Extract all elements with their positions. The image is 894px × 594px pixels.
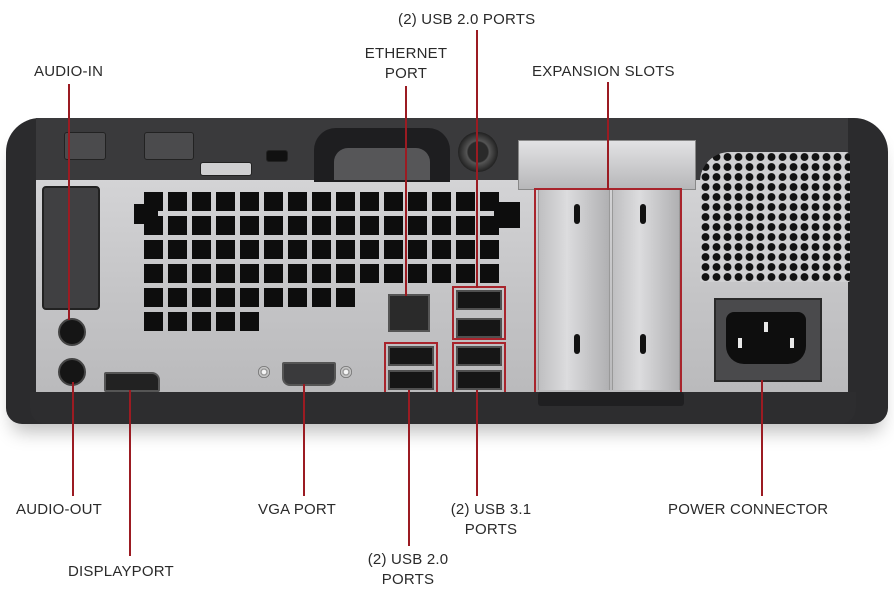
- psu-fan-vent: [700, 152, 850, 282]
- callout-line-displayport: [129, 390, 131, 556]
- callout-line-usb20-bottom: [408, 390, 410, 546]
- label-vga-port: VGA PORT: [258, 501, 337, 518]
- label-usb20-bottom-line2: PORTS: [381, 571, 435, 588]
- vent-grid-bottom: [144, 312, 259, 331]
- usb31-highlight: [452, 342, 506, 394]
- callout-line-power: [761, 380, 763, 496]
- slot-mark: [640, 334, 646, 354]
- clip-cutout-right: [494, 202, 520, 228]
- label-usb20-top: (2) USB 2.0 PORTS: [398, 11, 536, 28]
- label-expansion-slots: EXPANSION SLOTS: [532, 63, 675, 80]
- label-usb20-bottom-line1: (2) USB 2.0: [367, 551, 449, 568]
- usb20-top-highlight: [452, 286, 506, 340]
- clip-cutout-left: [134, 204, 158, 224]
- callout-line-ethernet: [405, 86, 407, 296]
- displayport-socket: [104, 372, 160, 392]
- usb20-bottom-1: [388, 346, 434, 366]
- latch: [200, 162, 252, 176]
- label-audio-out: AUDIO-OUT: [16, 501, 102, 518]
- label-power-connector: POWER CONNECTOR: [668, 501, 829, 518]
- callout-line-audio-out: [72, 382, 74, 496]
- power-pin: [738, 338, 742, 348]
- handle-grip: [334, 148, 430, 180]
- callout-line-audio-in: [68, 84, 70, 320]
- slot-base: [538, 392, 684, 406]
- vga-socket: [282, 362, 336, 386]
- slot-mark: [574, 204, 580, 224]
- expansion-slot-2: [612, 188, 680, 390]
- label-audio-in: AUDIO-IN: [34, 63, 104, 80]
- label-usb31: (2) USB 3.1 PORTS: [436, 500, 546, 540]
- lock-slot: [266, 150, 288, 162]
- power-pin: [764, 322, 768, 332]
- power-pin: [790, 338, 794, 348]
- bottom-rail: [30, 392, 856, 424]
- ethernet-socket: [388, 294, 430, 332]
- label-usb20-bottom: (2) USB 2.0 PORTS: [352, 550, 464, 590]
- top-tab-left: [64, 132, 106, 160]
- label-ethernet-line1: ETHERNET: [364, 45, 448, 62]
- label-usb31-line1: (2) USB 3.1: [450, 501, 532, 518]
- vga-screw-left: [258, 366, 270, 378]
- callout-line-usb20-top: [476, 30, 478, 288]
- callout-line-expansion: [607, 82, 609, 190]
- label-displayport: DISPLAYPORT: [68, 563, 174, 580]
- usb20-top-1: [456, 290, 502, 310]
- top-tab-right: [144, 132, 194, 160]
- usb20-top-2: [456, 318, 502, 338]
- label-usb31-line2: PORTS: [464, 521, 518, 538]
- label-ethernet-line2: PORT: [384, 65, 428, 82]
- vent-grid: [144, 192, 499, 307]
- usb31-2: [456, 370, 502, 390]
- expansion-highlight: [534, 188, 682, 394]
- vga-screw-right: [340, 366, 352, 378]
- label-ethernet: ETHERNET PORT: [356, 44, 456, 84]
- audio-in-jack: [58, 318, 86, 346]
- side-cover-tab: [42, 186, 100, 310]
- callout-line-usb31: [476, 390, 478, 496]
- callout-line-vga: [303, 384, 305, 496]
- slot-mark: [574, 334, 580, 354]
- usb20-bottom-highlight: [384, 342, 438, 394]
- slot-mark: [640, 204, 646, 224]
- usb31-1: [456, 346, 502, 366]
- thumbscrew: [458, 132, 498, 172]
- usb20-bottom-2: [388, 370, 434, 390]
